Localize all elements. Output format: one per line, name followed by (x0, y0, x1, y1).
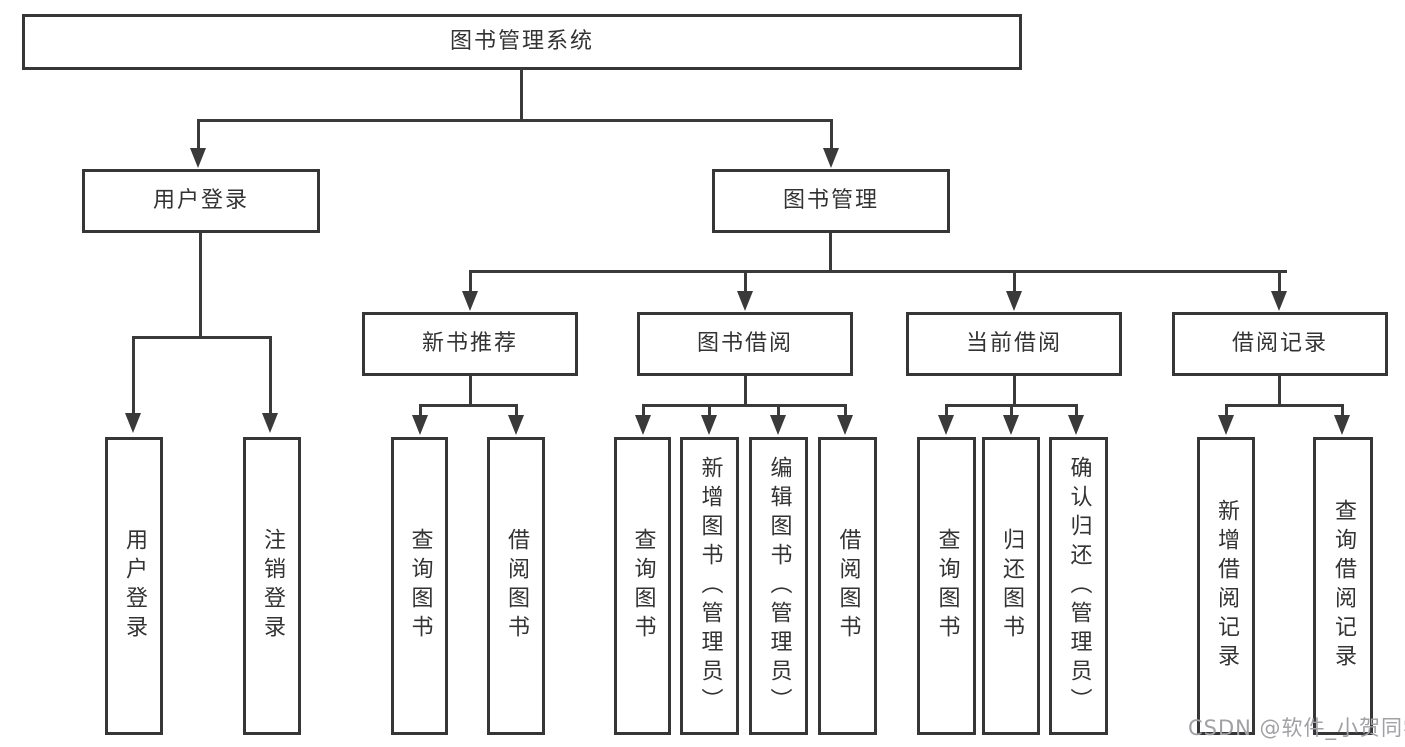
arrowhead-down-icon (770, 415, 786, 435)
line (469, 270, 1287, 273)
leaf-query-books-borrowing: 查询图书 (614, 437, 671, 735)
arrowhead-down-icon (701, 415, 717, 435)
line (1225, 404, 1228, 416)
line (1225, 404, 1343, 407)
line (1278, 376, 1281, 407)
arrowhead-down-icon (635, 415, 651, 435)
line (469, 270, 472, 292)
node-new-book-recommendation: 新书推荐 (362, 312, 578, 376)
arrowhead-down-icon (262, 413, 278, 433)
watermark-text: CSDN @软件_小贺同学 (1188, 716, 1405, 740)
arrowhead-down-icon (823, 148, 839, 168)
leaf-label: 查询借阅记录 (1331, 499, 1356, 673)
line (520, 68, 523, 121)
leaf-label: 借阅图书 (504, 528, 529, 644)
leaf-edit-book-admin: 编辑图书（管理员） (749, 437, 808, 735)
arrowhead-down-icon (190, 148, 206, 168)
node-book-management: 图书管理 (712, 169, 950, 233)
leaf-label: 查询图书 (407, 528, 433, 644)
leaf-logout: 注销登录 (243, 437, 301, 735)
line (744, 270, 747, 292)
line (945, 404, 948, 416)
node-user-login: 用户登录 (82, 169, 320, 233)
leaf-label: 确认归还（管理员） (1066, 455, 1092, 717)
line (1341, 404, 1344, 416)
leaf-label: 查询图书 (934, 528, 960, 644)
leaf-label: 借阅图书 (835, 528, 861, 644)
line (419, 404, 422, 416)
line (1013, 376, 1016, 407)
leaf-borrow-books: 借阅图书 (818, 437, 877, 735)
line (830, 119, 833, 150)
arrowhead-down-icon (1006, 291, 1022, 311)
leaf-user-login: 用户登录 (105, 437, 163, 735)
line (269, 336, 272, 414)
leaf-borrow-books-recommend: 借阅图书 (487, 437, 545, 735)
node-library-management-system: 图书管理系统 (22, 14, 1022, 70)
arrowhead-down-icon (938, 415, 954, 435)
line (1010, 404, 1013, 416)
node-book-borrowing: 图书借阅 (637, 312, 853, 376)
line (132, 336, 135, 414)
leaf-label: 用户登录 (122, 528, 147, 644)
leaf-query-books-current: 查询图书 (917, 437, 976, 735)
line (197, 119, 833, 122)
line (777, 404, 780, 416)
leaf-label: 归还图书 (999, 528, 1024, 644)
leaf-label: 注销登录 (260, 528, 285, 644)
leaf-confirm-return-admin: 确认归还（管理员） (1049, 437, 1108, 735)
line (132, 336, 272, 339)
arrowhead-down-icon (837, 415, 853, 435)
line (1278, 270, 1281, 292)
line (1075, 404, 1078, 416)
arrowhead-down-icon (737, 291, 753, 311)
leaf-add-book-admin: 新增图书（管理员） (680, 437, 739, 735)
leaf-return-books: 归还图书 (982, 437, 1040, 735)
line (469, 376, 472, 407)
arrowhead-down-icon (462, 291, 478, 311)
line (844, 404, 847, 416)
arrowhead-down-icon (1003, 415, 1019, 435)
arrowhead-down-icon (1271, 291, 1287, 311)
arrowhead-down-icon (125, 413, 141, 433)
line (1013, 270, 1016, 292)
leaf-label: 编辑图书（管理员） (766, 455, 792, 717)
leaf-label: 新增图书（管理员） (697, 455, 723, 717)
line (515, 404, 518, 416)
arrowhead-down-icon (1218, 415, 1234, 435)
node-borrowing-records: 借阅记录 (1172, 312, 1388, 376)
line (642, 404, 645, 416)
leaf-label: 查询图书 (630, 528, 656, 644)
line (829, 233, 832, 273)
line (642, 404, 847, 407)
node-current-borrowing: 当前借阅 (906, 312, 1122, 376)
arrowhead-down-icon (412, 415, 428, 435)
arrowhead-down-icon (1334, 415, 1350, 435)
line (744, 376, 747, 407)
line (708, 404, 711, 416)
arrowhead-down-icon (1068, 415, 1084, 435)
line (199, 233, 202, 339)
arrowhead-down-icon (508, 415, 524, 435)
leaf-label: 新增借阅记录 (1214, 499, 1239, 673)
leaf-query-borrow-record: 查询借阅记录 (1313, 437, 1373, 735)
leaf-query-books-recommend: 查询图书 (391, 437, 448, 735)
line (419, 404, 518, 407)
leaf-add-borrow-record: 新增借阅记录 (1197, 437, 1255, 735)
line (197, 119, 200, 150)
